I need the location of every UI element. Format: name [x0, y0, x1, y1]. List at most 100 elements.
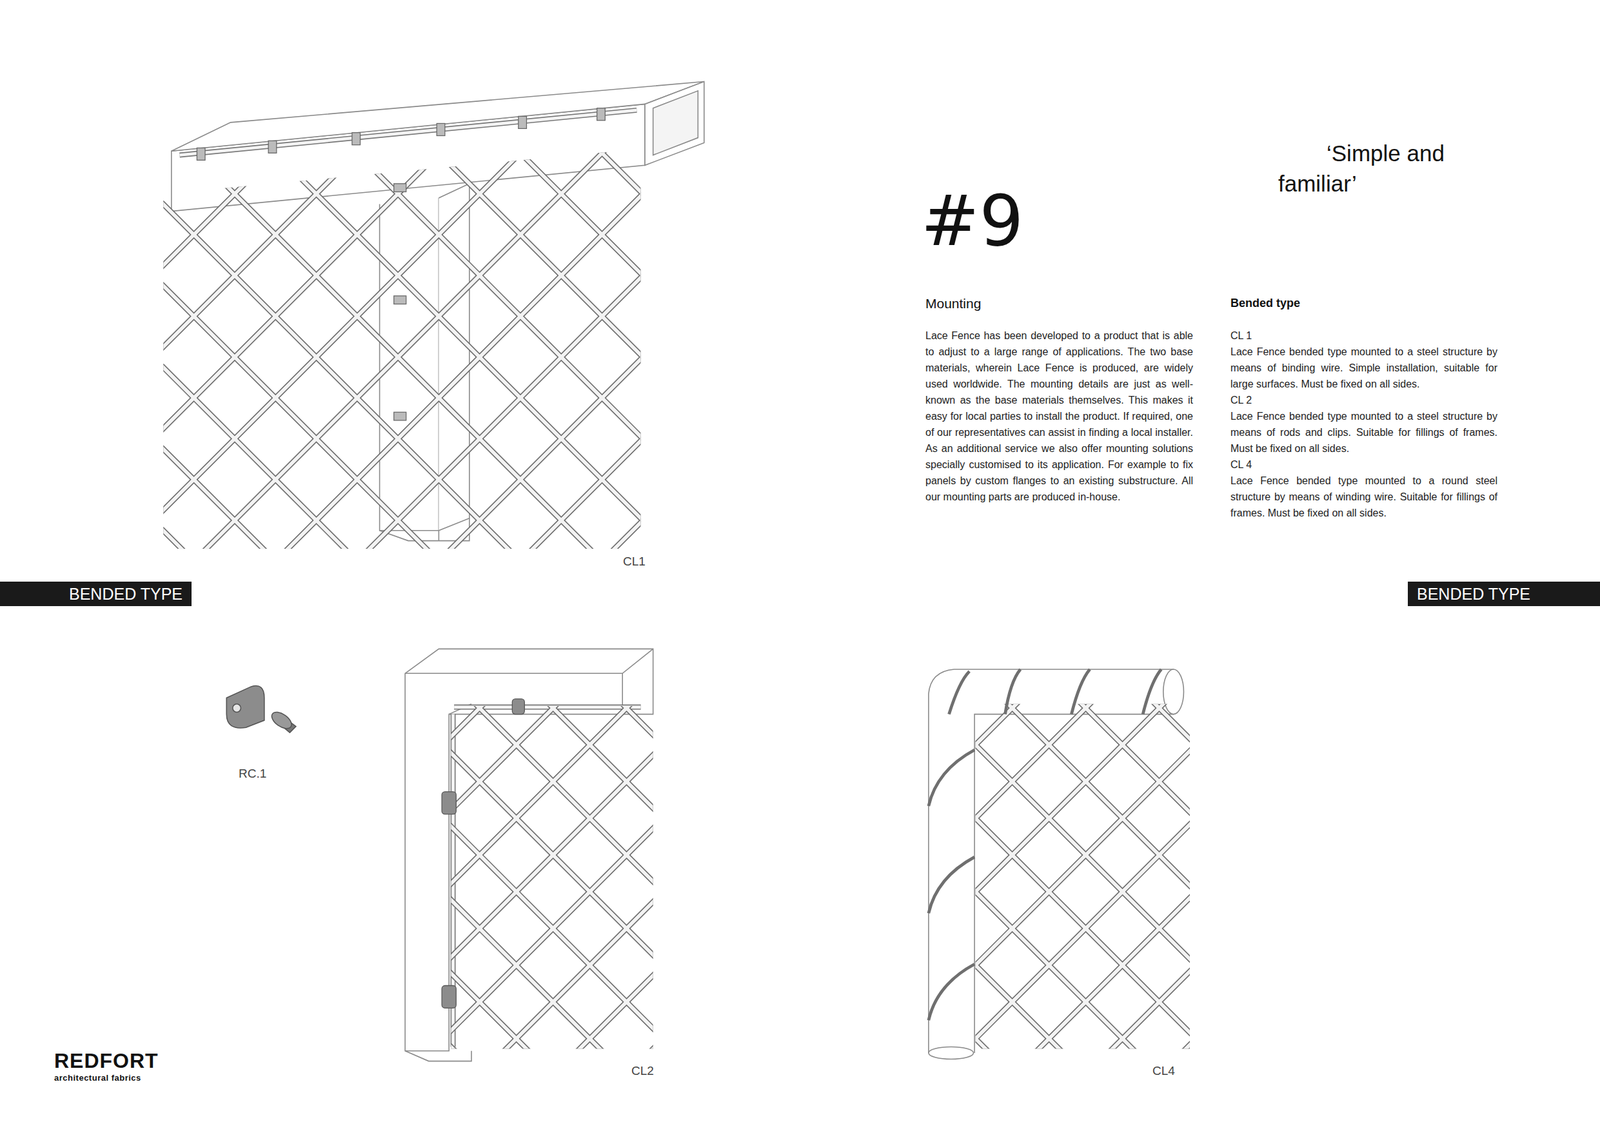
- mesh-wire: [975, 1032, 1190, 1049]
- mesh-wire: [975, 885, 1190, 1049]
- tagline: ‘Simple and familiar’: [1278, 138, 1472, 199]
- mesh-wire: [450, 1044, 653, 1050]
- lace-fence-mesh: [975, 704, 1190, 1050]
- mesh-wire-outline: [450, 970, 653, 1050]
- mesh-wire-outline: [450, 1044, 653, 1050]
- mesh-wire: [152, 0, 653, 439]
- mesh-wire-outline: [152, 346, 653, 847]
- body-text: Lace Fence has been developed to a produ…: [925, 327, 1194, 505]
- winding-wire-turn: [1142, 669, 1161, 715]
- description-text: Lace Fence bended type mounted to a roun…: [1230, 472, 1498, 522]
- drawings: [152, 0, 1194, 1131]
- mesh-wire: [152, 0, 653, 113]
- band-label: BENDED TYPE: [1416, 584, 1531, 603]
- mesh-wire-outline: [975, 1040, 1190, 1050]
- mesh-wire-outline: [975, 885, 1190, 1049]
- mesh-wire: [450, 706, 653, 814]
- binding-wire: [518, 116, 527, 129]
- mesh-wire: [975, 704, 1190, 825]
- mesh-wire: [975, 1040, 1190, 1050]
- code-heading: CL 1: [1230, 327, 1498, 344]
- mesh-wire: [152, 520, 653, 1021]
- binding-wire: [394, 412, 407, 421]
- mesh-wire-outline: [152, 0, 653, 276]
- mesh-wire: [975, 967, 1190, 1050]
- lace-fence-mesh: [152, 0, 653, 1103]
- mesh-wire-outline: [152, 592, 653, 1092]
- mesh-wire: [450, 706, 653, 813]
- logo-subline: architectural fabrics: [54, 1073, 142, 1084]
- mesh-wire-outline: [152, 0, 653, 368]
- winding-wire-turn: [949, 671, 970, 714]
- mesh-wire: [975, 704, 1190, 817]
- mesh-wire: [450, 897, 653, 1049]
- mesh-wire: [450, 970, 653, 1050]
- mesh-wire: [152, 0, 653, 449]
- mesh-wire-outline: [975, 704, 1190, 817]
- mesh-wire: [152, 346, 653, 847]
- winding-wire-turn: [928, 964, 975, 1021]
- mesh-wire-outline: [450, 971, 653, 1049]
- tube-end: [1163, 669, 1185, 715]
- mesh-wire: [152, 183, 653, 684]
- mesh-wire-outline: [450, 706, 653, 813]
- clip: [441, 791, 456, 815]
- post-edge: [438, 530, 440, 542]
- mesh-wire: [152, 20, 653, 521]
- figure-label: CL1: [622, 554, 646, 570]
- code-heading: CL 2: [1230, 392, 1498, 409]
- rod-clip-icon: [226, 686, 297, 734]
- binding-wire: [436, 123, 445, 136]
- mesh-wire-outline: [152, 0, 653, 449]
- winding-wire-turn: [1071, 669, 1090, 715]
- mesh-wire: [152, 0, 653, 276]
- frame-base: [404, 1051, 472, 1062]
- mesh-wire: [152, 592, 653, 1092]
- binding-wire: [394, 296, 407, 305]
- binding-wires: [196, 108, 605, 421]
- binding-wire: [352, 132, 361, 146]
- mesh-wire-outline: [975, 1032, 1190, 1049]
- winding-wire-turn: [928, 857, 975, 914]
- tube-end: [928, 1046, 974, 1059]
- binding-wire: [268, 140, 277, 153]
- mesh-wire: [152, 0, 653, 204]
- clip-hole: [232, 704, 242, 713]
- winding-wire-turn: [928, 750, 975, 807]
- mesh-wire: [152, 0, 653, 195]
- section-band: BENDED TYPE: [1407, 581, 1600, 607]
- rod: [179, 110, 637, 156]
- mesh-wire: [152, 0, 653, 286]
- mesh-wire-outline: [975, 893, 1190, 1050]
- binding-wire: [196, 147, 206, 160]
- page-number-heading: #9: [920, 183, 1024, 260]
- lace-fence-mesh: [450, 706, 653, 1050]
- mesh-wire: [152, 0, 653, 123]
- clips: [441, 699, 525, 1008]
- clip: [441, 986, 456, 1009]
- rod-core: [179, 110, 637, 156]
- screw-head: [268, 708, 295, 732]
- mesh-wire-outline: [450, 1044, 653, 1049]
- binding-wire: [394, 183, 407, 193]
- mesh-wire: [450, 897, 653, 1050]
- mesh-wire: [450, 971, 653, 1049]
- code-heading: CL 4: [1230, 456, 1498, 473]
- section-heading: Mounting: [925, 295, 981, 312]
- mesh-wire: [975, 704, 1190, 899]
- binding-wire: [597, 108, 606, 121]
- mesh-wire: [975, 893, 1190, 1050]
- band-label: BENDED TYPE: [69, 584, 183, 603]
- text-column: CL 1Lace Fence bended type mounted to a …: [1230, 327, 1498, 522]
- mesh-wire-outline: [975, 704, 1190, 825]
- mesh-wire-outline: [152, 0, 653, 195]
- beam-top: [171, 81, 705, 152]
- clip: [512, 699, 525, 715]
- steel-frame: [404, 648, 653, 1061]
- figure-label: CL4: [1152, 1064, 1176, 1079]
- mesh-wire-outline: [152, 0, 653, 123]
- round-steel-frame: [928, 669, 1185, 1059]
- description-text: Lace Fence bended type mounted to a stee…: [1230, 343, 1498, 393]
- section-heading: Bended type: [1230, 296, 1301, 311]
